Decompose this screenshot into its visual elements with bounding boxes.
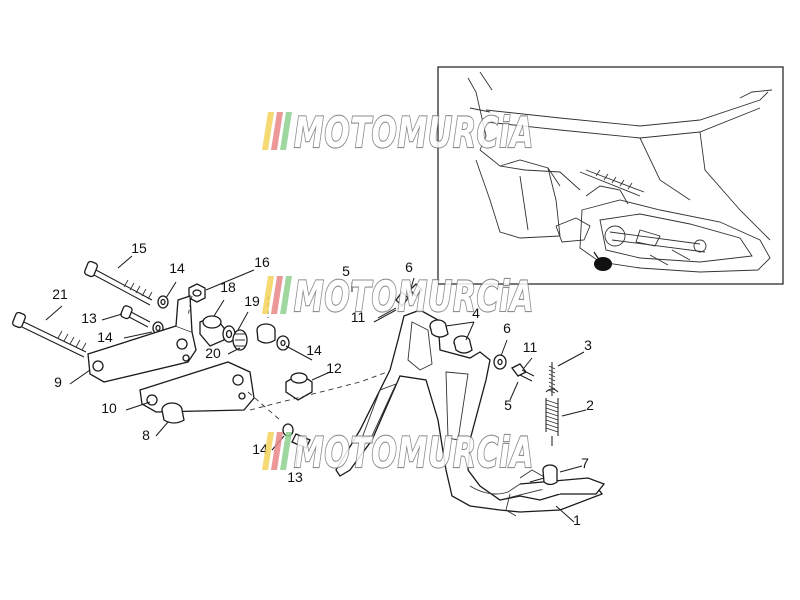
callout-16: 16 — [254, 254, 270, 270]
watermark-stripe — [280, 432, 292, 470]
callout-14: 14 — [169, 260, 185, 276]
spacer-18 — [199, 315, 225, 347]
leader-lines — [45, 255, 587, 523]
bracket-assembly — [11, 260, 421, 449]
callout-3: 3 — [584, 337, 592, 353]
callout-19: 19 — [244, 293, 260, 309]
callout-10: 10 — [101, 400, 117, 416]
spring-3 — [548, 362, 556, 396]
callout-18: 18 — [220, 279, 236, 295]
watermark: MOTOMURCiA — [262, 107, 534, 158]
frame-overview-inset — [437, 66, 784, 285]
callout-15: 15 — [131, 240, 147, 256]
callout-14: 14 — [252, 441, 268, 457]
rubber-stop-7 — [529, 464, 558, 486]
watermark-stripe — [271, 276, 283, 314]
watermark-stripe — [280, 112, 292, 150]
callout-5: 5 — [504, 397, 512, 413]
callout-9: 9 — [54, 374, 62, 390]
watermark-text: MOTOMURCiA — [294, 272, 534, 321]
callout-6: 6 — [503, 320, 511, 336]
bush-8 — [161, 402, 185, 424]
watermark-stripe — [280, 276, 292, 314]
callout-11: 11 — [523, 339, 538, 355]
callout-14: 14 — [97, 329, 113, 345]
watermark-stripe — [262, 432, 274, 470]
watermarks: MOTOMURCiA MOTOMURCiA MOTOMURCiA — [262, 107, 534, 478]
bolt-13 — [120, 305, 151, 328]
callout-4: 4 — [472, 305, 480, 321]
callout-7: 7 — [581, 455, 589, 471]
watermark: MOTOMURCiA — [262, 271, 534, 322]
callout-20: 20 — [205, 345, 221, 361]
callout-13: 13 — [81, 310, 97, 326]
plate-9 — [87, 295, 197, 383]
bush-12 — [285, 372, 313, 401]
callout-2: 2 — [586, 397, 594, 413]
watermark: MOTOMURCiA — [262, 427, 534, 478]
callout-13: 13 — [287, 469, 303, 485]
callout-12: 12 — [326, 360, 342, 376]
bolt-11 — [511, 363, 535, 382]
bolt-21 — [11, 311, 87, 358]
watermark-stripe — [271, 112, 283, 150]
bolt-15 — [83, 260, 153, 306]
watermark-stripe — [262, 112, 274, 150]
nut-16 — [188, 283, 206, 303]
callout-11: 11 — [351, 309, 366, 325]
callout-8: 8 — [142, 427, 150, 443]
watermark-stripe — [271, 432, 283, 470]
watermark-stripe — [262, 276, 274, 314]
watermark-text: MOTOMURCiA — [294, 108, 534, 157]
callout-21: 21 — [52, 286, 68, 302]
spring-2 — [545, 388, 559, 446]
watermark-text: MOTOMURCiA — [294, 428, 534, 477]
callout-6: 6 — [405, 259, 413, 275]
callout-5: 5 — [342, 263, 350, 279]
callout-1: 1 — [573, 512, 581, 528]
callout-14: 14 — [306, 342, 322, 358]
silentblock-20 — [232, 329, 248, 351]
centre-stand — [335, 283, 606, 517]
